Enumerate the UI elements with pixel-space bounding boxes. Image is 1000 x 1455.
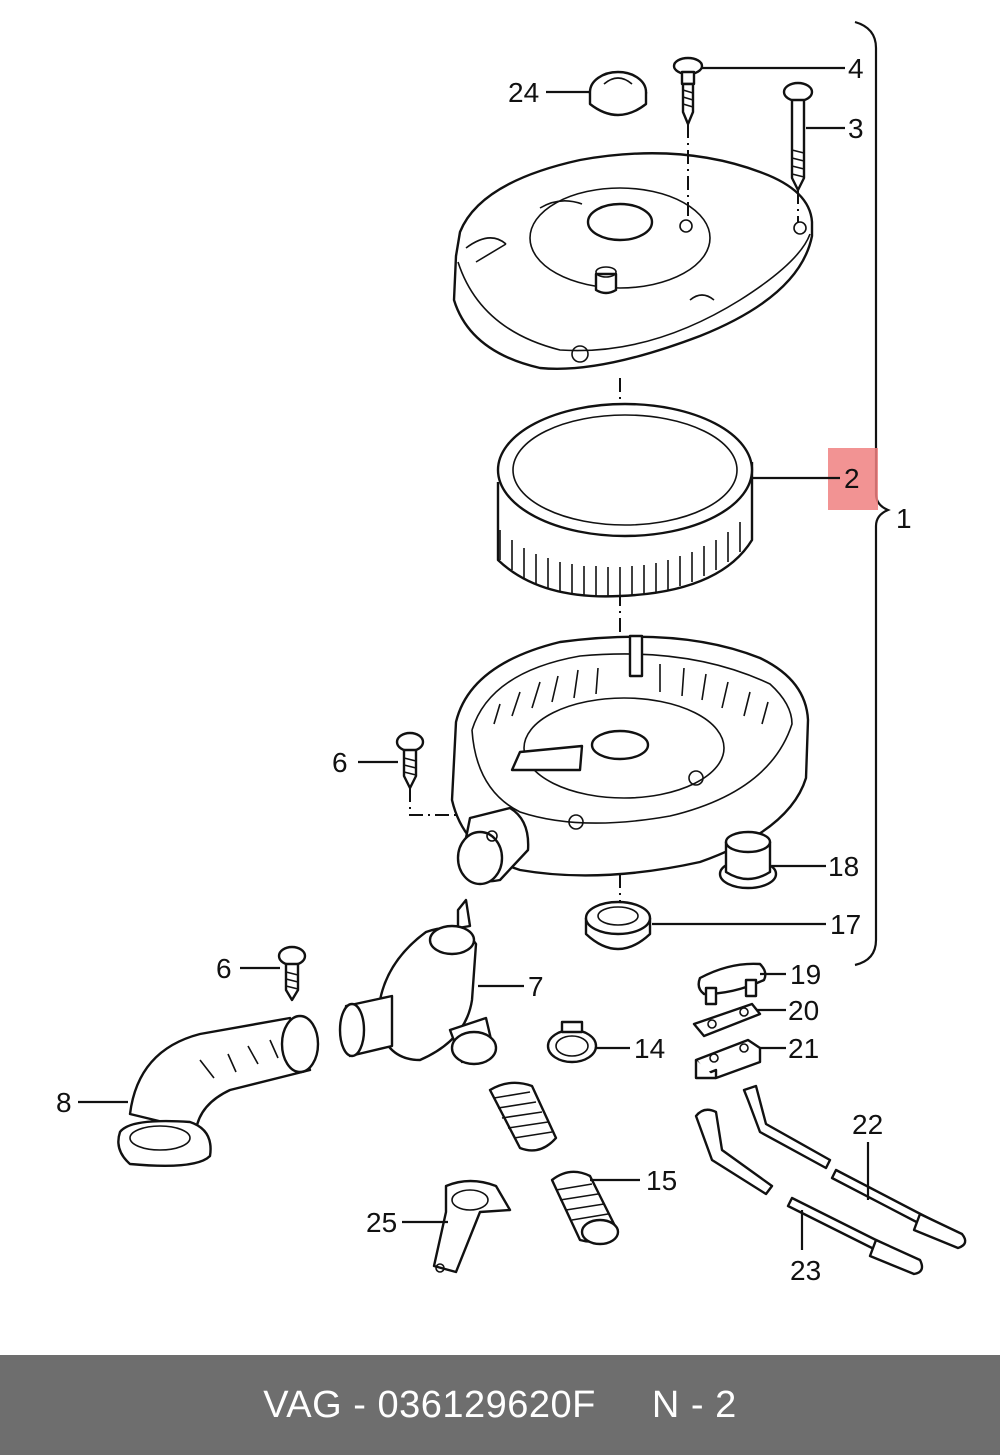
part-17-seal — [584, 900, 652, 951]
callout-19: 19 — [790, 959, 821, 990]
part-6-screw-lower — [277, 945, 307, 1002]
callout-14: 14 — [634, 1033, 665, 1064]
part-14-clamp — [546, 1020, 598, 1064]
alignment-line — [409, 788, 478, 816]
part-21-bracket — [694, 1038, 762, 1080]
callout-21: 21 — [788, 1033, 819, 1064]
part-6-screw — [395, 731, 425, 790]
position-text: N - 2 — [651, 1383, 737, 1426]
callout-24: 24 — [508, 77, 539, 108]
part-15-hose — [488, 1081, 558, 1152]
part-25-clip — [432, 1179, 512, 1274]
callout-8: 8 — [56, 1087, 72, 1118]
part-20-plate — [692, 1002, 762, 1038]
part-23-hose — [694, 1108, 924, 1276]
part-1-lower-housing — [450, 634, 810, 877]
callout-6a: 6 — [332, 747, 348, 778]
part-15-hose-lower — [550, 1170, 620, 1246]
part-4-screw — [672, 56, 704, 126]
part-1-upper-housing — [452, 152, 814, 371]
assembly-bracket — [854, 20, 891, 967]
part-3-bolt — [782, 81, 814, 192]
callout-2: 2 — [844, 463, 860, 494]
exploded-view: 4 3 24 2 1 6 18 17 6 7 19 20 21 14 8 22 … — [56, 20, 967, 1286]
callout-23: 23 — [790, 1255, 821, 1286]
callout-17: 17 — [830, 909, 861, 940]
callout-22: 22 — [852, 1109, 883, 1140]
part-2-filter-element — [496, 402, 754, 598]
callout-1: 1 — [896, 503, 912, 534]
callout-4: 4 — [848, 53, 864, 84]
part-18-grommet — [718, 830, 778, 890]
parts-diagram: 4 3 24 2 1 6 18 17 6 7 19 20 21 14 8 22 … — [56, 20, 967, 1286]
part-7-valve — [338, 898, 498, 1066]
part-19-rubber-pad — [697, 962, 767, 1006]
callout-6b: 6 — [216, 953, 232, 984]
part-number-text: VAG - 036129620F — [263, 1383, 596, 1426]
part-24-cap — [588, 70, 648, 117]
callout-18: 18 — [828, 851, 859, 882]
callout-7: 7 — [528, 971, 544, 1002]
part-number-banner: VAG - 036129620F N - 2 — [0, 1355, 1000, 1455]
callout-3: 3 — [848, 113, 864, 144]
part-22-hose — [742, 1084, 967, 1250]
callout-15: 15 — [646, 1165, 677, 1196]
housing-intake-tube — [456, 806, 530, 886]
callout-20: 20 — [788, 995, 819, 1026]
part-8-elbow-hose — [117, 1014, 320, 1167]
callout-25: 25 — [366, 1207, 397, 1238]
